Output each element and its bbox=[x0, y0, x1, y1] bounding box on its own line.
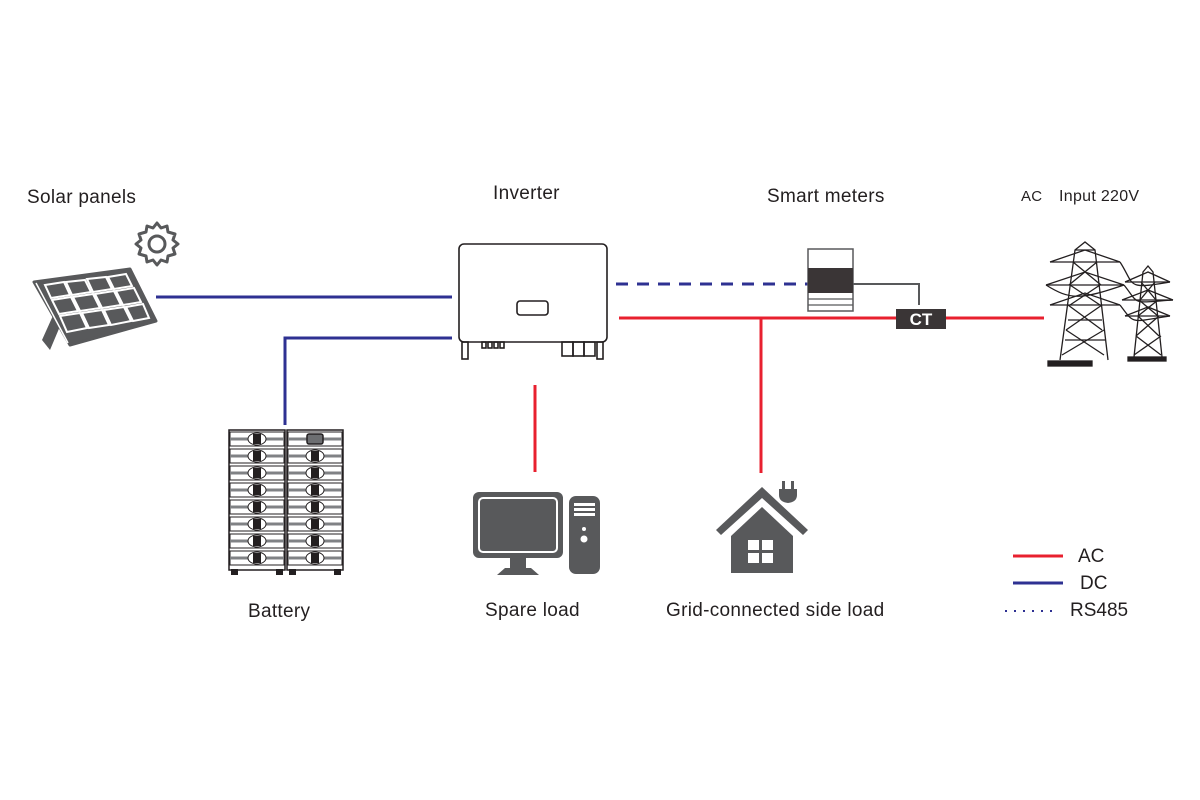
battery-module bbox=[287, 482, 343, 498]
computer-icon bbox=[473, 492, 600, 575]
legend-rs485-label: RS485 bbox=[1070, 600, 1129, 621]
legend-dc-label: DC bbox=[1080, 573, 1108, 594]
meter-ct-wire bbox=[853, 283, 920, 305]
battery-module bbox=[229, 533, 285, 549]
battery-module bbox=[229, 550, 285, 566]
battery-module bbox=[287, 516, 343, 532]
smart-meters-label: Smart meters bbox=[767, 186, 885, 207]
sun-icon bbox=[134, 221, 180, 267]
dc-line-battery-inverter bbox=[283, 336, 452, 425]
smart-meter-icon bbox=[807, 248, 854, 312]
battery-module bbox=[229, 516, 285, 532]
battery-rack-icon bbox=[228, 429, 344, 575]
house-plug-icon bbox=[716, 481, 808, 573]
spare-load-label: Spare load bbox=[485, 600, 580, 621]
ac-input-label: Input 220V bbox=[1059, 188, 1140, 205]
grid-load-label: Grid-connected side load bbox=[666, 600, 885, 621]
battery-module bbox=[287, 499, 343, 515]
battery-module bbox=[229, 465, 285, 481]
legend-ac-label: AC bbox=[1078, 546, 1105, 567]
battery-module bbox=[287, 448, 343, 464]
battery-module bbox=[229, 431, 285, 447]
ac-input-prefix-label: AC bbox=[1021, 188, 1043, 205]
battery-label: Battery bbox=[248, 601, 311, 622]
battery-module bbox=[287, 533, 343, 549]
ct-clamp-icon: CT bbox=[896, 309, 946, 329]
solar-panels-label: Solar panels bbox=[27, 187, 137, 208]
power-tower-icon bbox=[1045, 241, 1174, 367]
battery-module bbox=[287, 465, 343, 481]
inverter-label: Inverter bbox=[493, 183, 560, 204]
inverter-icon bbox=[458, 243, 608, 360]
battery-module bbox=[229, 482, 285, 498]
battery-module bbox=[287, 550, 343, 566]
battery-module bbox=[287, 431, 343, 447]
legend bbox=[1005, 554, 1063, 612]
ct-label: CT bbox=[910, 310, 933, 329]
battery-module bbox=[229, 448, 285, 464]
battery-module bbox=[229, 499, 285, 515]
solar-panel-icon bbox=[32, 267, 158, 350]
